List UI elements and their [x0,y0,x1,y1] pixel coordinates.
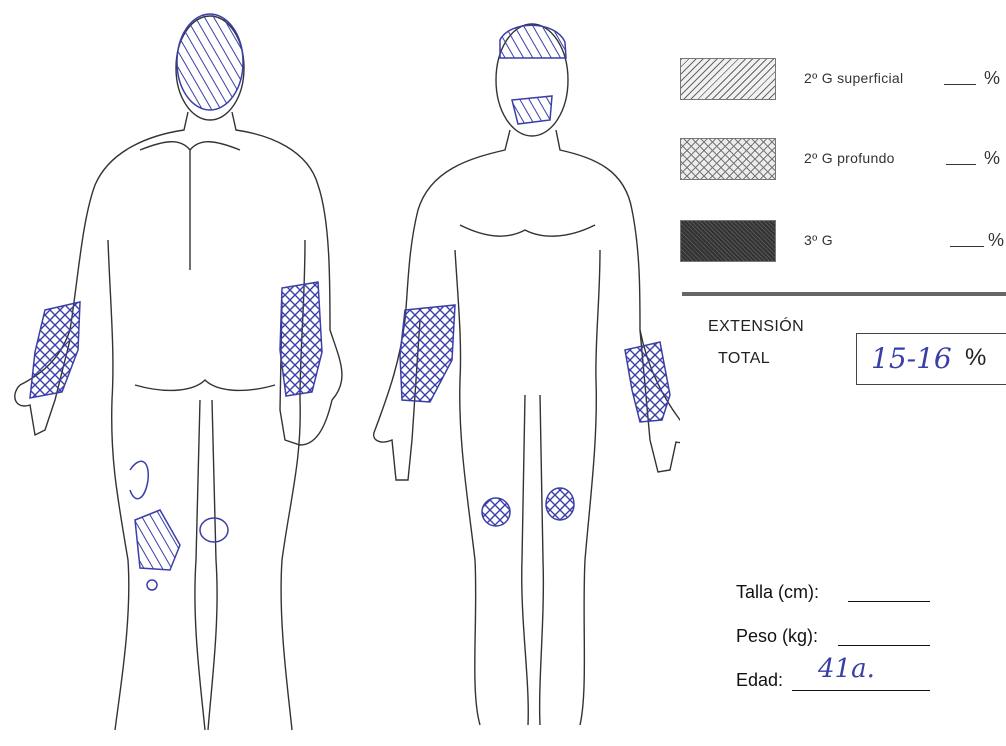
peso-label: Peso (kg): [736,626,818,647]
front-burn-marks [400,25,670,526]
swatch-tercer-grado-icon [680,220,776,262]
edad-label: Edad: [736,670,783,691]
front-right-knee-burn [546,488,574,520]
back-inner-legs [195,400,217,730]
legend-label-superficial: 2º G superficial [804,70,903,86]
pct-tercer-grado: % [988,230,1004,251]
blank-profundo[interactable] [946,164,976,165]
back-left-ankle-mark [147,580,157,590]
front-face-burn [512,96,552,124]
peso-line[interactable] [838,645,930,646]
swatch-profundo-icon [680,138,776,180]
pct-superficial: % [984,68,1000,89]
extension-label-line2: TOTAL [718,350,770,368]
back-left-calf-burn [135,510,180,570]
front-body-sides [455,250,600,725]
front-left-forearm-burn [400,305,455,402]
back-body-sides [108,240,305,730]
back-left-thigh-mark [130,461,148,498]
back-right-knee-burn [200,518,228,542]
body-diagrams [0,0,680,746]
front-head-burn [500,25,566,58]
extension-label-line1: EXTENSIÓN [708,318,804,336]
back-shoulders [140,142,240,150]
front-inner-legs [522,395,544,725]
back-left-forearm-burn [30,302,80,398]
talla-label: Talla (cm): [736,582,819,603]
edad-value: 41a. [818,654,875,684]
front-chest [460,225,595,236]
front-left-knee-burn [482,498,510,526]
divider [682,292,1006,296]
talla-line[interactable] [848,601,930,602]
legend-label-profundo: 2º G profundo [804,150,895,166]
legend-label-tercer-grado: 3º G [804,232,833,248]
extension-total-value: 15-16 [871,342,952,375]
front-right-forearm-burn [625,342,670,422]
back-head-burn [177,14,243,110]
back-right-forearm-burn [280,282,322,396]
extension-pct-symbol: % [965,344,986,372]
pct-profundo: % [984,148,1000,169]
edad-line[interactable] [792,690,930,691]
blank-superficial[interactable] [944,84,976,85]
blank-tercer-grado[interactable] [950,246,984,247]
swatch-superficial-icon [680,58,776,100]
back-buttocks [135,380,275,390]
extension-total-box[interactable]: 15-16 % [856,333,1006,385]
